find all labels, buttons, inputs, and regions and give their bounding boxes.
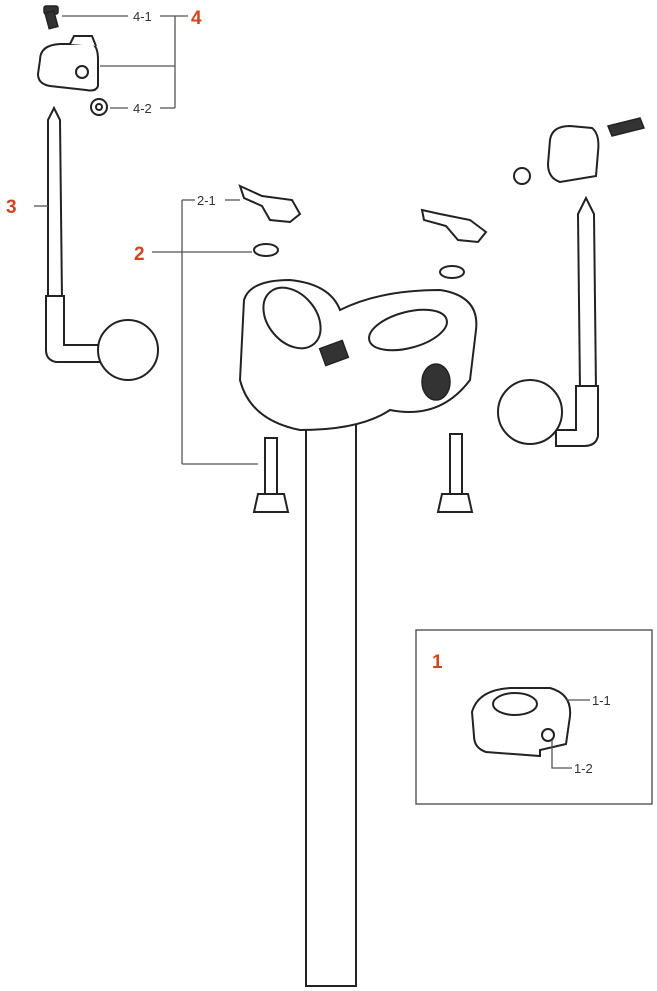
bolt-4-1 xyxy=(43,5,59,30)
rod-3-right xyxy=(497,117,646,447)
label-group-4: 4 xyxy=(191,8,202,29)
seat-post xyxy=(305,419,357,987)
label-4-2: 4-2 xyxy=(133,101,152,116)
bolt-right xyxy=(436,433,474,513)
label-1-2: 1-2 xyxy=(574,761,593,776)
group-4-callouts: 4-1 4-2 4 xyxy=(62,8,202,116)
label-group-2: 2 xyxy=(134,244,145,265)
label-1-1: 1-1 xyxy=(592,693,611,708)
wing-nut-left xyxy=(238,184,302,257)
label-group-3: 3 xyxy=(6,197,17,218)
seat-clamp-head xyxy=(238,278,478,432)
bolt-left xyxy=(252,437,290,513)
group-2-callouts: 2-1 2 xyxy=(134,193,258,465)
label-2-1: 2-1 xyxy=(197,193,216,208)
inset-part-1: 1 1-1 1-2 xyxy=(415,629,653,805)
wing-nut-right xyxy=(420,208,488,279)
nut-4-2 xyxy=(90,98,108,116)
clamp-4 xyxy=(36,35,99,92)
label-group-1: 1 xyxy=(432,652,443,673)
rod-3-left: 3 xyxy=(6,105,159,381)
label-4-1: 4-1 xyxy=(133,9,152,24)
